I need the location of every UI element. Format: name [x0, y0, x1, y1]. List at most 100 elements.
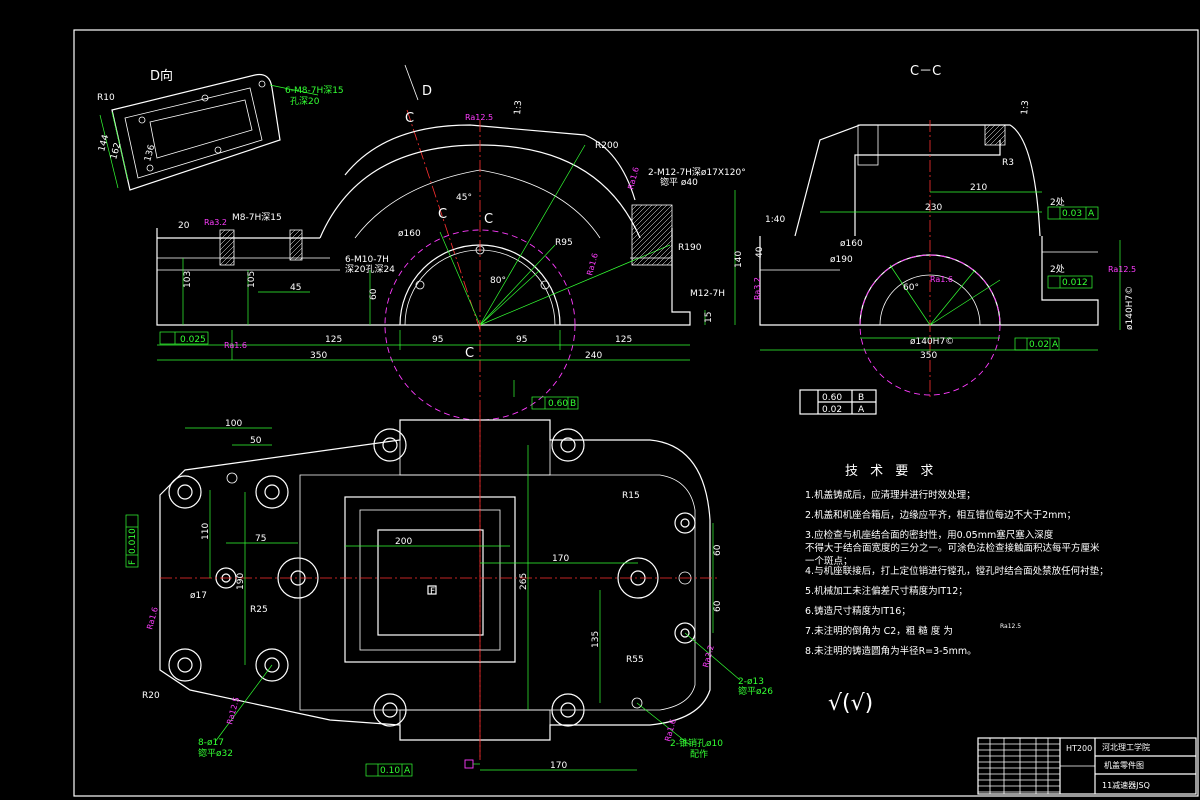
label-thread-top-sub: 孔深20	[290, 96, 320, 107]
cc-flat-tol: 0.012	[1062, 278, 1088, 288]
label-140: 140	[734, 251, 744, 268]
label-angle-45: 45°	[456, 193, 472, 203]
req-1: 1.机盖铸成后，应清理并进行时效处理；	[805, 489, 976, 501]
label-thread-top: 6-M8-7H深15	[285, 85, 344, 96]
hatch-line	[999, 139, 1006, 146]
hatch-line	[631, 204, 673, 246]
label-hole-top-right: 2-M12-7H深ø17X120°	[648, 167, 746, 178]
hatch-line	[219, 240, 235, 256]
ra-mid: Ra1.6	[585, 252, 600, 277]
plan-dim-170a: 170	[552, 554, 569, 564]
req-7: 7.未注明的倒角为 C2，粗 糙 度 为	[805, 625, 953, 637]
cc-ra-c: Ra12.5	[1108, 265, 1136, 274]
cc-tol-label1: 2处	[1050, 196, 1065, 208]
cc-section-view: C－C R3 210 230 ø160 ø190 60° ø140H7© 350…	[753, 64, 1136, 415]
cc-350: 350	[920, 351, 937, 361]
plan-hole-a: 8-ø17	[198, 738, 224, 748]
plan-hole-b: 2-ø13	[738, 677, 764, 687]
cc-frame-row2-ref: A	[858, 405, 865, 415]
label-angle-80: 80°	[490, 276, 506, 286]
hatch-line	[219, 235, 235, 251]
label-m8: M8-7H深15	[232, 212, 282, 223]
label-136: 136	[143, 143, 157, 162]
hatch-line	[631, 204, 653, 226]
cc-ra-b: Ra3.2	[753, 277, 762, 300]
hatch-line	[289, 247, 303, 261]
req-3b: 不得大于结合面宽度的三分之一。可涂色法检查接触面积达每平方厘米	[805, 542, 1100, 554]
cc-angle-60: 60°	[903, 283, 919, 293]
label-45: 45	[290, 283, 301, 293]
hatch-line	[984, 124, 1006, 146]
label-r10: R10	[97, 93, 115, 103]
label-95b: 95	[516, 335, 527, 345]
plan-dim-50: 50	[250, 436, 262, 446]
bolt-holes	[168, 428, 696, 727]
cc-d140: ø140H7©	[910, 337, 954, 347]
plan-perp-ref: A	[404, 766, 411, 776]
hatch-line	[994, 134, 1006, 146]
cc-d160: ø160	[840, 239, 863, 249]
label-144: 144	[97, 133, 111, 152]
drawing-frame	[73, 29, 1199, 797]
hatch-line	[631, 204, 638, 211]
cc-tilt-140: 1:40	[765, 215, 785, 225]
label-c-small-right: C	[484, 212, 493, 227]
cc-d190: ø190	[830, 255, 853, 265]
plan-r55: R55	[626, 655, 644, 665]
hatch-line	[219, 229, 226, 236]
hatch-line	[631, 224, 673, 266]
hatch-line	[219, 229, 231, 241]
label-pos-ref: B	[570, 399, 576, 409]
label-flat-tol: 0.025	[180, 335, 206, 345]
d-view-title: D向	[150, 68, 173, 84]
req-2: 2.机盖和机座合箱后，边缘应平齐，相互错位每边不大于2mm；	[805, 509, 1076, 521]
label-m10: 6-M10-7H	[345, 255, 389, 265]
hatch-line	[631, 219, 673, 261]
hatch-line	[989, 129, 1006, 146]
label-d-arrow: D	[422, 84, 432, 99]
req-8: 8.未注明的铸造圆角为半径R=3-5mm。	[805, 645, 977, 657]
hatch-line	[631, 204, 658, 231]
plan-dim-135: 135	[591, 631, 601, 648]
hatch-line	[661, 254, 673, 266]
plan-ra-b: Ra12.5	[225, 696, 241, 725]
plan-r25: R25	[250, 605, 268, 615]
label-60: 60	[369, 288, 379, 300]
plan-dim-60b: 60	[713, 600, 723, 612]
cc-dim-40: 40	[755, 246, 765, 258]
req-roughness-inline: Ra12.5	[1000, 623, 1021, 630]
req-6: 6.铸造尺寸精度为IT16；	[805, 605, 911, 617]
cc-ra-a: Ra1.6	[930, 275, 953, 284]
plan-hole-c-sub: 配作	[690, 748, 708, 760]
hatch-line	[631, 204, 648, 221]
hatch-line	[299, 257, 303, 261]
plan-f-label: F	[430, 587, 435, 597]
label-125a: 125	[325, 335, 342, 345]
hatch-line	[666, 259, 673, 266]
hatch-line	[289, 229, 296, 236]
roughness-symbol: √(√)	[828, 691, 873, 716]
label-c-top: C	[405, 111, 414, 126]
hatch-line	[984, 124, 991, 131]
cc-r3: R3	[1002, 158, 1014, 168]
req-5: 5.机械加工未注偏差尺寸精度为IT12；	[805, 585, 968, 597]
hatch-line	[641, 234, 673, 266]
label-103: 103	[183, 271, 193, 288]
hatch-line	[631, 204, 643, 216]
ra-right: Ra1.6	[626, 166, 641, 191]
hatch-line	[651, 244, 673, 266]
plan-r15: R15	[622, 491, 640, 501]
plan-dim-110: 110	[201, 523, 211, 540]
title-part-name: 机盖零件图	[1104, 760, 1144, 770]
label-d160: ø160	[398, 229, 421, 239]
cc-perp-ref: A	[1052, 340, 1059, 350]
title-drawing-no: 11减速器JSQ	[1102, 780, 1150, 790]
label-15: 15	[704, 312, 714, 323]
cc-view-title: C－C	[910, 64, 941, 79]
label-350: 350	[310, 351, 327, 361]
ra-bottom: Ra1.6	[224, 341, 247, 350]
hatch-line	[631, 209, 673, 251]
req-4: 4.与机座联接后，打上定位销进行镗孔，镗孔时结合面处禁放任何衬垫；	[805, 565, 1109, 577]
label-m12: M12-7H	[690, 289, 725, 299]
